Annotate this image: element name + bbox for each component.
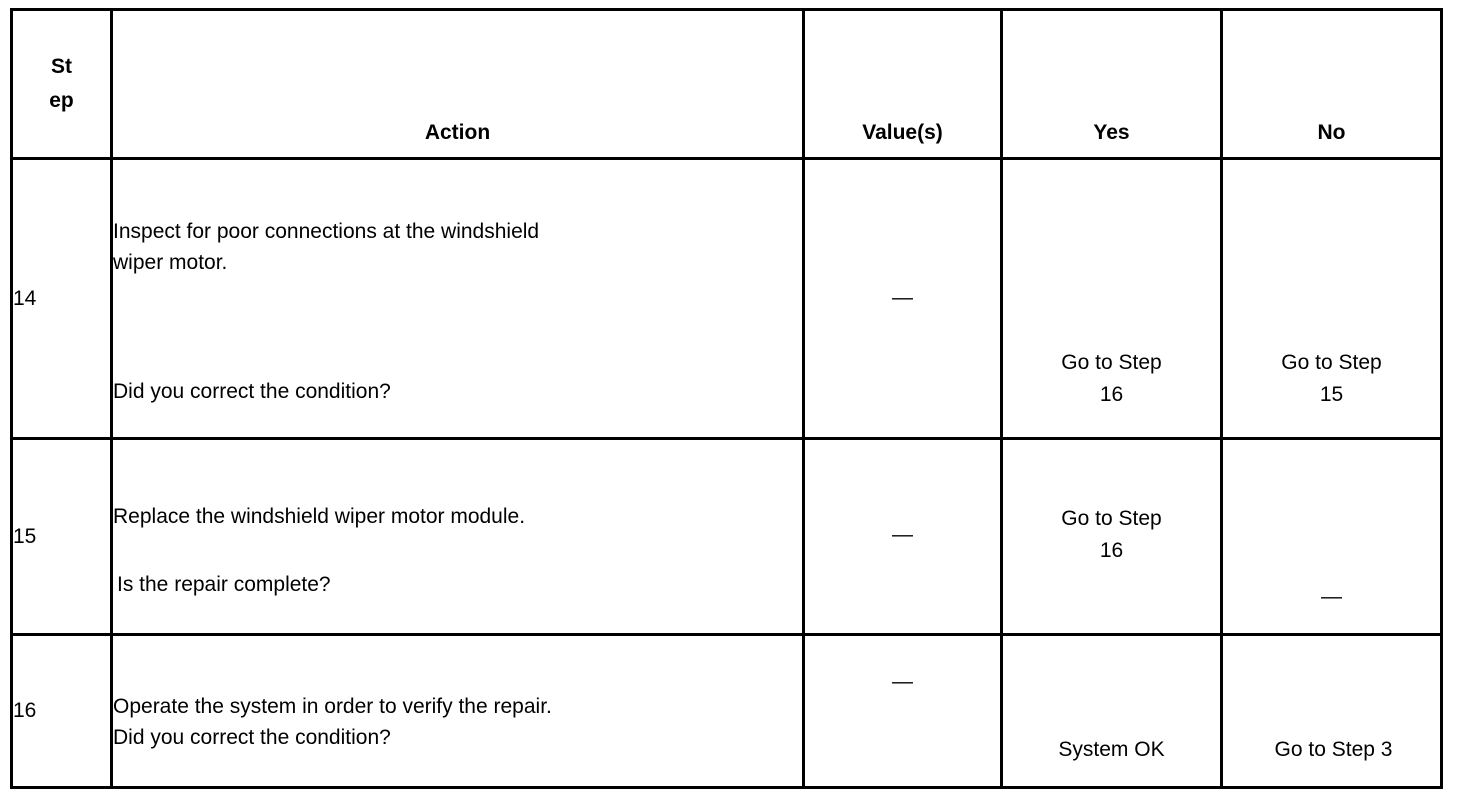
column-header-yes: Yes bbox=[1000, 8, 1223, 160]
yes-line-2: 16 bbox=[1099, 383, 1124, 407]
no-line-1: Go to Step bbox=[1281, 351, 1382, 375]
yes-result: System OK bbox=[1000, 633, 1223, 789]
table-row: 14 Inspect for poor connections at the w… bbox=[10, 157, 1443, 440]
table-row: 16 Operate the system in order to verify… bbox=[10, 633, 1443, 789]
action-line-1: Inspect for poor connections at the wind… bbox=[113, 220, 540, 244]
value-dash: — bbox=[892, 285, 913, 309]
table-header-row: St ep Action Value(s) Yes No bbox=[10, 8, 1443, 160]
column-header-value: Value(s) bbox=[802, 8, 1003, 160]
value-dash: — bbox=[892, 522, 913, 546]
action-line-1: Operate the system in order to verify th… bbox=[113, 695, 552, 719]
yes-result: Go to Step 16 bbox=[1000, 157, 1223, 440]
diagnostic-table-page: St ep Action Value(s) Yes No 14 Inspect … bbox=[10, 8, 1443, 789]
yes-result: Go to Step 16 bbox=[1000, 437, 1223, 636]
yes-line-1: Go to Step bbox=[1061, 506, 1162, 530]
no-result: — bbox=[1220, 437, 1443, 636]
table-row: 15 Replace the windshield wiper motor mo… bbox=[10, 437, 1443, 636]
action-question: Is the repair complete? bbox=[117, 572, 331, 596]
step-number: 15 bbox=[10, 437, 113, 636]
action-question: Did you correct the condition? bbox=[113, 726, 391, 749]
value-text: — bbox=[802, 157, 1003, 440]
column-header-action: Action bbox=[110, 8, 805, 160]
action-line-2: wiper motor. bbox=[113, 251, 228, 274]
yes-line-1: Go to Step bbox=[1061, 351, 1162, 375]
step-number: 14 bbox=[10, 157, 113, 440]
no-line-2: 15 bbox=[1319, 383, 1344, 407]
no-result: Go to Step 15 bbox=[1220, 157, 1443, 440]
step-number: 16 bbox=[10, 633, 113, 789]
action-text: Inspect for poor connections at the wind… bbox=[110, 157, 805, 440]
column-header-step-line2: ep bbox=[49, 89, 74, 112]
action-question: Did you correct the condition? bbox=[113, 379, 391, 403]
yes-line-1: System OK bbox=[1058, 738, 1165, 761]
column-header-step-line1: St bbox=[51, 55, 72, 79]
value-dash: — bbox=[892, 670, 913, 693]
no-result: Go to Step 3 bbox=[1220, 633, 1443, 789]
yes-line-2: 16 bbox=[1099, 538, 1124, 562]
value-text: — bbox=[802, 437, 1003, 636]
no-line-1: Go to Step 3 bbox=[1274, 738, 1393, 761]
diagnostic-procedure-table: St ep Action Value(s) Yes No 14 Inspect … bbox=[10, 8, 1443, 789]
column-header-step: St ep bbox=[10, 8, 113, 160]
action-text: Replace the windshield wiper motor modul… bbox=[110, 437, 805, 636]
value-text: — bbox=[802, 633, 1003, 789]
action-line-1: Replace the windshield wiper motor modul… bbox=[113, 504, 526, 528]
action-text: Operate the system in order to verify th… bbox=[110, 633, 805, 789]
column-header-no: No bbox=[1220, 8, 1443, 160]
no-line-1: — bbox=[1321, 585, 1342, 608]
